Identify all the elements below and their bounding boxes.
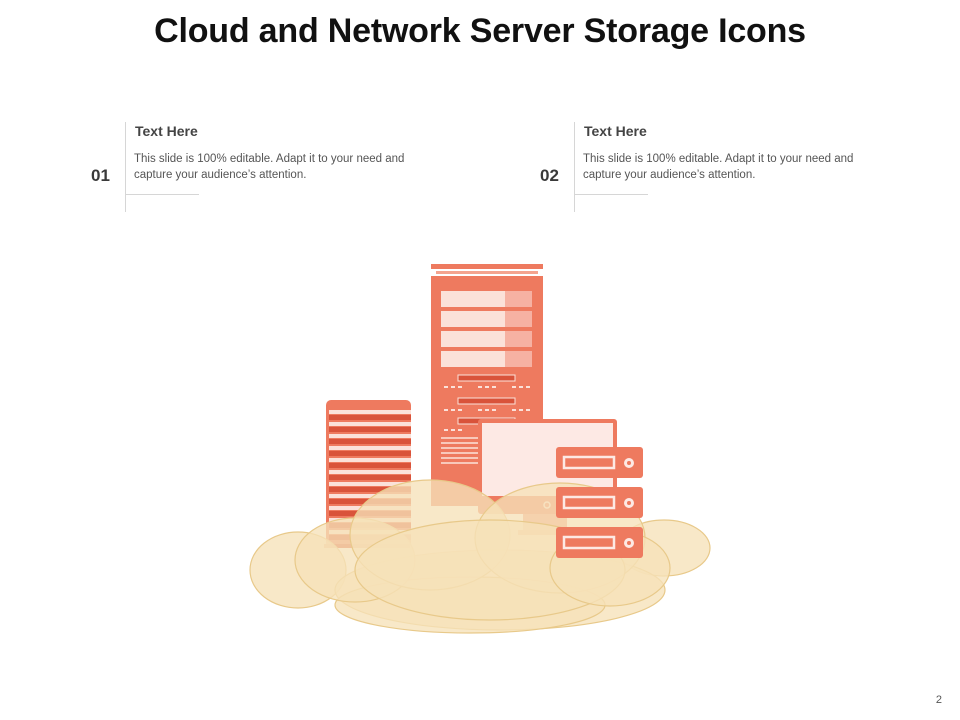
item-number: 01 (91, 166, 110, 185)
divider-vertical (574, 122, 575, 212)
divider-horizontal (574, 194, 648, 195)
text-item-2: 02 Text Here This slide is 100% editable… (540, 118, 900, 214)
divider-vertical (125, 122, 126, 212)
divider-horizontal (125, 194, 199, 195)
text-item-1: 01 Text Here This slide is 100% editable… (91, 118, 451, 214)
item-body: This slide is 100% editable. Adapt it to… (583, 153, 854, 181)
item-heading: Text Here (135, 123, 198, 139)
page-number: 2 (935, 694, 942, 706)
slide-title: Cloud and Network Server Storage Icons (154, 12, 806, 50)
storage-drives-icon (556, 447, 643, 558)
item-body: This slide is 100% editable. Adapt it to… (134, 153, 405, 181)
item-number: 02 (540, 166, 559, 185)
item-heading: Text Here (584, 123, 647, 139)
